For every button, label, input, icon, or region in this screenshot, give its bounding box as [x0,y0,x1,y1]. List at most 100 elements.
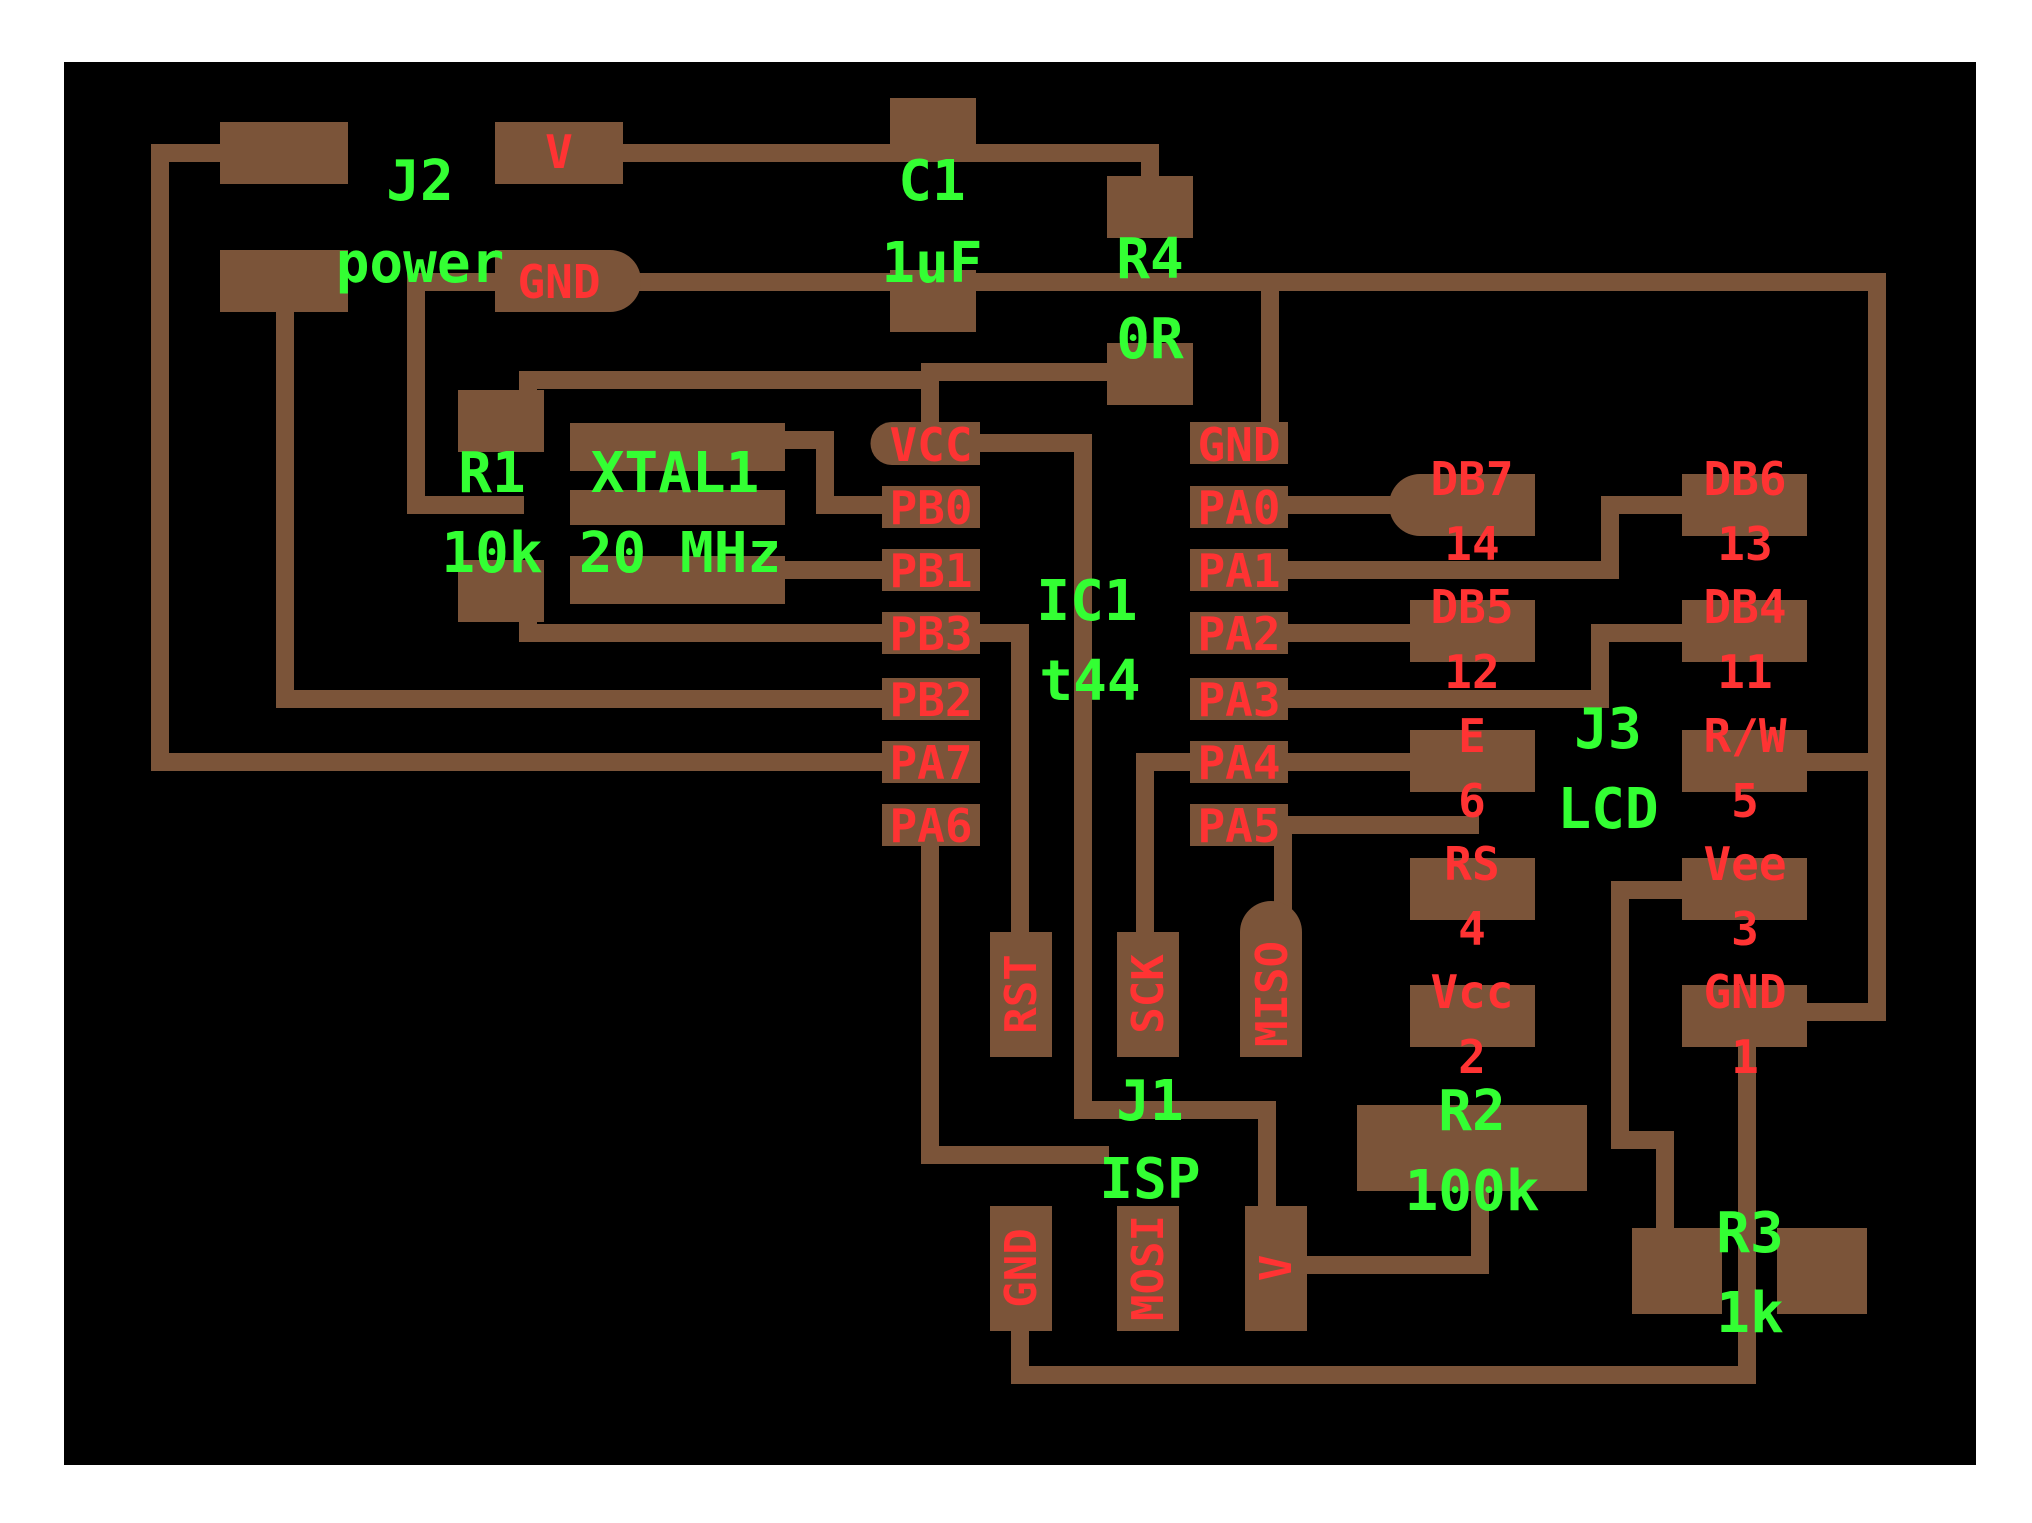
pad-ic1-gnd [1190,422,1288,464]
pad-r3-2 [1777,1228,1867,1314]
pad-ic1-pa2 [1190,612,1288,654]
pad-lcd-db7 [1389,474,1535,536]
pad-isp-mosi [1117,1206,1179,1331]
label-lcd-db4-num: 11 [1717,645,1772,699]
pad-lcd-rs [1410,858,1535,920]
pad-ic1-vcc [870,422,980,465]
label-ic1-left-4: PB3 [889,607,972,661]
label-r4-ref: R4 [1116,227,1183,292]
pad-j2-1 [220,122,348,184]
label-j2-value: power [336,231,505,296]
label-ic1-right-2: PA0 [1197,481,1280,535]
trace-j2-pb2 [276,291,939,708]
label-lcd-db7-num: 14 [1444,517,1499,571]
label-j2-ref: J2 [386,149,453,214]
label-ic1-right-3: PA1 [1197,544,1280,598]
pad-xtal1-3 [570,556,785,604]
label-lcd-vee: Vee [1703,837,1786,891]
trace-gnd-xtal [407,273,524,514]
pad-r1-2 [458,560,544,622]
label-j3-ref: J3 [1574,697,1641,762]
label-j1-ref: J1 [1116,1069,1183,1134]
copper-pads [220,98,1867,1331]
pad-xtal1-1 [570,423,785,471]
label-lcd-rs-num: 4 [1458,902,1486,956]
label-lcd-db6-num: 13 [1717,517,1772,571]
label-c1-value: 1uF [881,231,982,296]
label-ic1-ref: IC1 [1036,569,1137,634]
label-r3-value: 1k [1716,1281,1783,1346]
label-lcd-vcc: Vcc [1430,965,1513,1019]
label-lcd-e-num: 6 [1458,774,1486,828]
label-v: V [545,125,573,179]
label-lcd-e: E [1458,709,1486,763]
pad-ic1-pa5 [1190,804,1288,846]
pad-lcd-db6 [1682,474,1807,536]
label-ic1-left-1: VCC [889,418,972,472]
label-ic1-left-7: PA6 [889,799,972,853]
pad-r2 [1357,1105,1587,1191]
pad-r4-1 [1107,176,1193,238]
label-ic1-left-3: PB1 [889,544,972,598]
label-ic1-left-5: PB2 [889,673,972,727]
label-gnd: GND [517,255,600,309]
trace-isp-v-r2 [1301,1156,1489,1274]
pad-lcd-rw [1682,730,1807,792]
label-ic1-left-2: PB0 [889,481,972,535]
pad-gnd [495,250,641,312]
pad-lcd-db5 [1410,600,1535,662]
component-labels: J2 power C1 1uF R4 0R R1 10k XTAL1 20 MH… [336,149,1784,1346]
label-c1-ref: C1 [898,149,965,214]
label-lcd-rw-num: 5 [1731,774,1759,828]
pad-lcd-vcc [1410,985,1535,1047]
label-j3-value: LCD [1557,777,1658,842]
pad-isp-miso [1240,901,1302,1057]
label-ic1-right-5: PA3 [1197,673,1280,727]
label-lcd-db7: DB7 [1430,452,1513,506]
pad-c1-2 [890,270,976,332]
pad-ic1-pb1 [882,549,980,591]
pad-v [495,122,623,184]
trace-gnd-r3-isp [1011,1031,1756,1384]
pad-ic1-pa7 [882,741,980,783]
label-ic1-right-1: GND [1197,418,1280,472]
label-ic1-right-7: PA5 [1197,799,1280,853]
pad-ic1-pb3 [882,612,980,654]
pad-ic1-pa1 [1190,549,1288,591]
trace-vcc-isp [941,434,1276,1244]
trace-xtal-pb0 [761,431,939,514]
pad-lcd-e [1410,730,1535,792]
label-ic1-left-6: PA7 [889,736,972,790]
label-xtal1-value: 20 MHz [579,521,781,586]
pad-isp-v [1245,1206,1307,1331]
pad-lcd-vee [1682,858,1807,920]
label-isp-rst: RST [996,954,1047,1033]
label-ic1-right-4: PA2 [1197,607,1280,661]
label-lcd-db4: DB4 [1703,580,1786,634]
pad-xtal1-2 [570,490,785,525]
pad-r3-1 [1632,1228,1722,1314]
pad-ic1-pa3 [1190,678,1288,720]
label-lcd-db5-num: 12 [1444,645,1499,699]
label-xtal1-ref: XTAL1 [591,441,760,506]
trace-pa6-mosi [921,816,1109,1164]
label-isp-sck: SCK [1123,954,1174,1034]
label-lcd-db6: DB6 [1703,452,1786,506]
pad-c1-1 [890,98,976,160]
label-lcd-vee-num: 3 [1731,902,1759,956]
pad-r1-1 [458,390,544,452]
pad-ic1-pa6 [882,804,980,846]
label-lcd-rw: R/W [1703,709,1786,763]
pad-labels: V GND VCC PB0 PB1 PB3 PB2 PA7 PA6 GND PA… [517,125,1786,1084]
pad-ic1-pa4 [1190,741,1288,783]
pad-r4-2 [1107,343,1193,405]
label-r2-value: 100k [1405,1159,1540,1224]
label-j1-value: ISP [1099,1147,1200,1212]
label-r1-ref: R1 [458,441,525,506]
isp-pad-labels: RST SCK MISO GND MOSI V [996,941,1302,1321]
label-ic1-value: t44 [1039,649,1140,714]
pad-j2-2 [220,250,348,312]
trace-vee-r2-r3 [1611,881,1749,1244]
label-r4-value: 0R [1116,307,1184,372]
